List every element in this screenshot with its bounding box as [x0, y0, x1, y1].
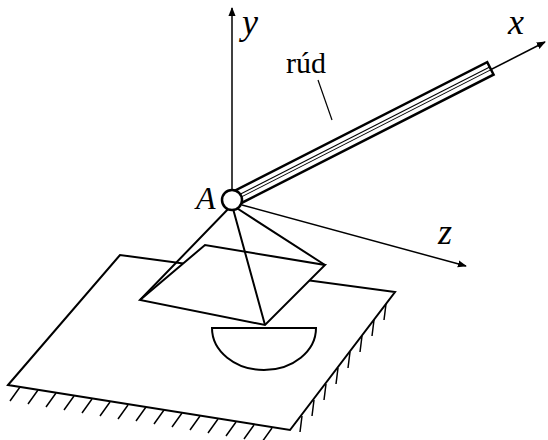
ball-joint — [222, 190, 242, 210]
leader-line — [318, 80, 332, 120]
axis-label: x — [508, 4, 524, 40]
rod — [234, 62, 493, 203]
point-label: A — [196, 182, 216, 214]
axis-label: z — [438, 214, 452, 250]
part-name: rúd — [286, 48, 326, 78]
z-axis — [242, 205, 466, 266]
ground-hatching — [10, 304, 386, 440]
support-disk — [212, 328, 316, 370]
support-pyramid — [140, 205, 325, 325]
axis-label: y — [242, 4, 258, 40]
y-axis — [231, 8, 233, 190]
support-plate — [140, 245, 325, 325]
